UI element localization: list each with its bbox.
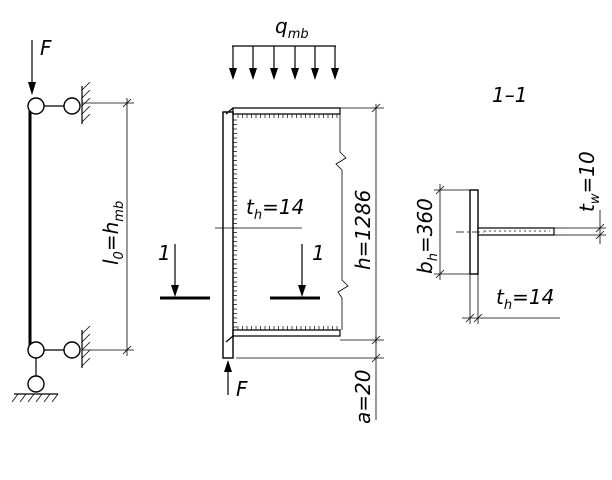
hinge-bottom-left	[27, 341, 45, 359]
height-label: h=1286	[351, 190, 375, 270]
dimension-width	[434, 184, 470, 280]
dimension-height	[340, 103, 384, 345]
hinge-bottom-right	[63, 341, 81, 359]
hinge-top-left	[27, 97, 45, 115]
hinge-top-right	[63, 97, 81, 115]
weld-marks	[233, 119, 237, 328]
section-title: 1–1	[492, 83, 527, 107]
dimension-section-thickness	[462, 274, 560, 324]
weld-marks-bottom	[237, 326, 338, 330]
thickness-label: th=14	[246, 195, 304, 223]
section-thickness-label: th=14	[496, 285, 554, 313]
stiffener-plate	[222, 111, 234, 359]
force-label-bottom: F	[236, 377, 248, 401]
stiffener-elevation: qmb th=14 1 1	[158, 14, 384, 424]
hinge-base	[27, 375, 45, 393]
offset-label: a=20	[351, 370, 375, 424]
force-arrow-top	[28, 40, 36, 95]
dimension-offset	[236, 336, 384, 420]
weld-marks-top	[237, 114, 338, 118]
ground-support	[11, 393, 59, 403]
force-label-top: F	[40, 36, 52, 60]
length-label: l0=hmb	[99, 201, 127, 265]
width-label: bh=360	[413, 198, 441, 274]
column-scheme: F	[11, 36, 134, 403]
wall-support-bottom	[81, 325, 91, 368]
dimension-length	[82, 98, 134, 356]
dimension-web-thickness	[566, 210, 606, 244]
break-line	[335, 114, 349, 330]
wall-support-top	[81, 81, 91, 124]
cut-label-right: 1	[312, 241, 325, 265]
load-label: qmb	[275, 14, 309, 42]
cut-label-left: 1	[158, 241, 171, 265]
section-web	[477, 227, 555, 236]
section-view: 1–1 bh=360 th=14	[413, 83, 606, 324]
distributed-load	[229, 45, 339, 80]
web-thickness-label: tw=10	[575, 151, 603, 212]
